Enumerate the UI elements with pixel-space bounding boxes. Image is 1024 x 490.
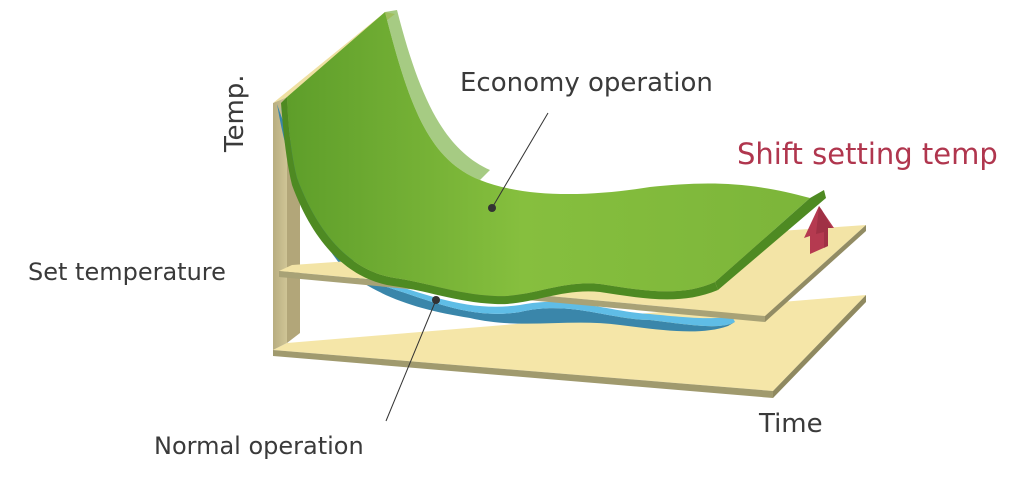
normal-leader-dot: [432, 296, 440, 304]
economy-operation-label: Economy operation: [460, 68, 713, 98]
economy-leader-dot: [488, 204, 496, 212]
economy-leader-line: [491, 112, 549, 209]
y-axis-label: Temp.: [220, 74, 250, 152]
set-temperature-label: Set temperature: [28, 258, 226, 286]
economy-operation-surface: [281, 10, 826, 305]
normal-leader-line: [385, 299, 437, 422]
shift-setting-temp-label: Shift setting temp: [737, 137, 998, 171]
shift-arrow: [804, 206, 834, 254]
normal-operation-label: Normal operation: [154, 432, 364, 460]
x-axis-label: Time: [759, 409, 823, 439]
